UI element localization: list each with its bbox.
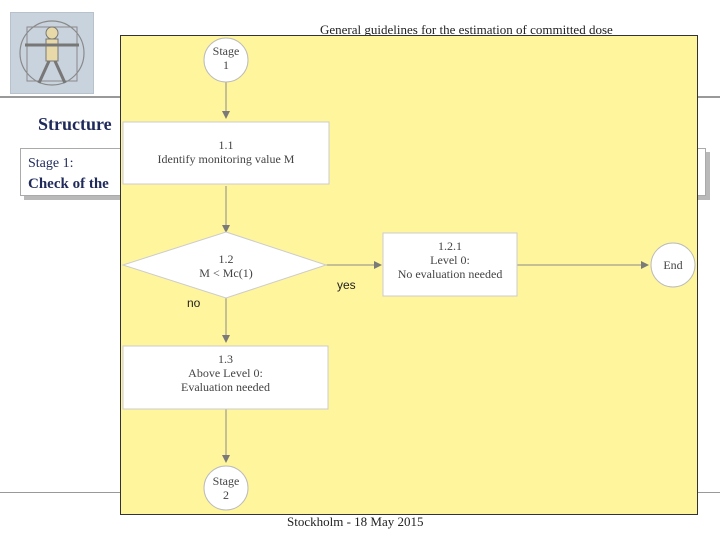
decision-1-2-text: M < Mc(1) [199, 266, 253, 280]
vitruvian-man-icon [19, 20, 85, 86]
step-1-1-box [122, 121, 330, 185]
step-1-2-1-line2: No evaluation needed [397, 267, 503, 281]
step-1-1-text: Identify monitoring value M [157, 152, 295, 166]
decision-1-2 [121, 231, 328, 299]
stage-2-label: Stage 2 [204, 474, 248, 502]
decision-1-2-number: 1.2 [218, 252, 234, 266]
end-label: End [663, 258, 683, 272]
end-node [650, 242, 696, 288]
start-label-line1: Stage [212, 44, 240, 58]
step-1-3-line2: Evaluation needed [181, 380, 270, 394]
step-1-2-1-box [382, 232, 518, 297]
footer-location-date: Stockholm - 18 May 2015 [287, 514, 424, 529]
slide-title: Structure [38, 114, 112, 134]
flowchart-diagram [121, 37, 696, 511]
step-1-3-number: 1.3 [218, 352, 233, 366]
step-1-3-line1: Above Level 0: [188, 366, 263, 380]
stage-2-node [203, 465, 249, 511]
step-1-1-label: 1.1 Identify monitoring value M [123, 138, 329, 166]
step-1-2-1-line1: Level 0: [430, 253, 470, 267]
step-1-3-label: 1.3 Above Level 0: Evaluation needed [123, 352, 328, 394]
vitruvian-logo [10, 12, 94, 94]
guideline-title: General guidelines for the estimation of… [320, 22, 613, 37]
flowchart-panel: Stage 1 1.1 Identify monitoring value M … [120, 35, 698, 515]
start-label-line2: 1 [223, 58, 229, 72]
stage-subtitle: Check of the [28, 176, 109, 192]
no-label: no [187, 296, 201, 310]
decision-1-2-label: 1.2 M < Mc(1) [161, 252, 291, 280]
start-label: Stage 1 [204, 44, 248, 72]
stage-2-label-line1: Stage [212, 474, 240, 488]
step-1-3-box [122, 345, 329, 410]
stage-label: Stage 1: [28, 156, 74, 171]
stage-2-label-line2: 2 [223, 488, 229, 502]
step-1-2-1-label: 1.2.1 Level 0: No evaluation needed [383, 239, 517, 281]
yes-label: yes [337, 278, 356, 292]
start-node [203, 37, 249, 83]
step-1-1-number: 1.1 [218, 138, 234, 152]
step-1-2-1-number: 1.2.1 [438, 239, 462, 253]
